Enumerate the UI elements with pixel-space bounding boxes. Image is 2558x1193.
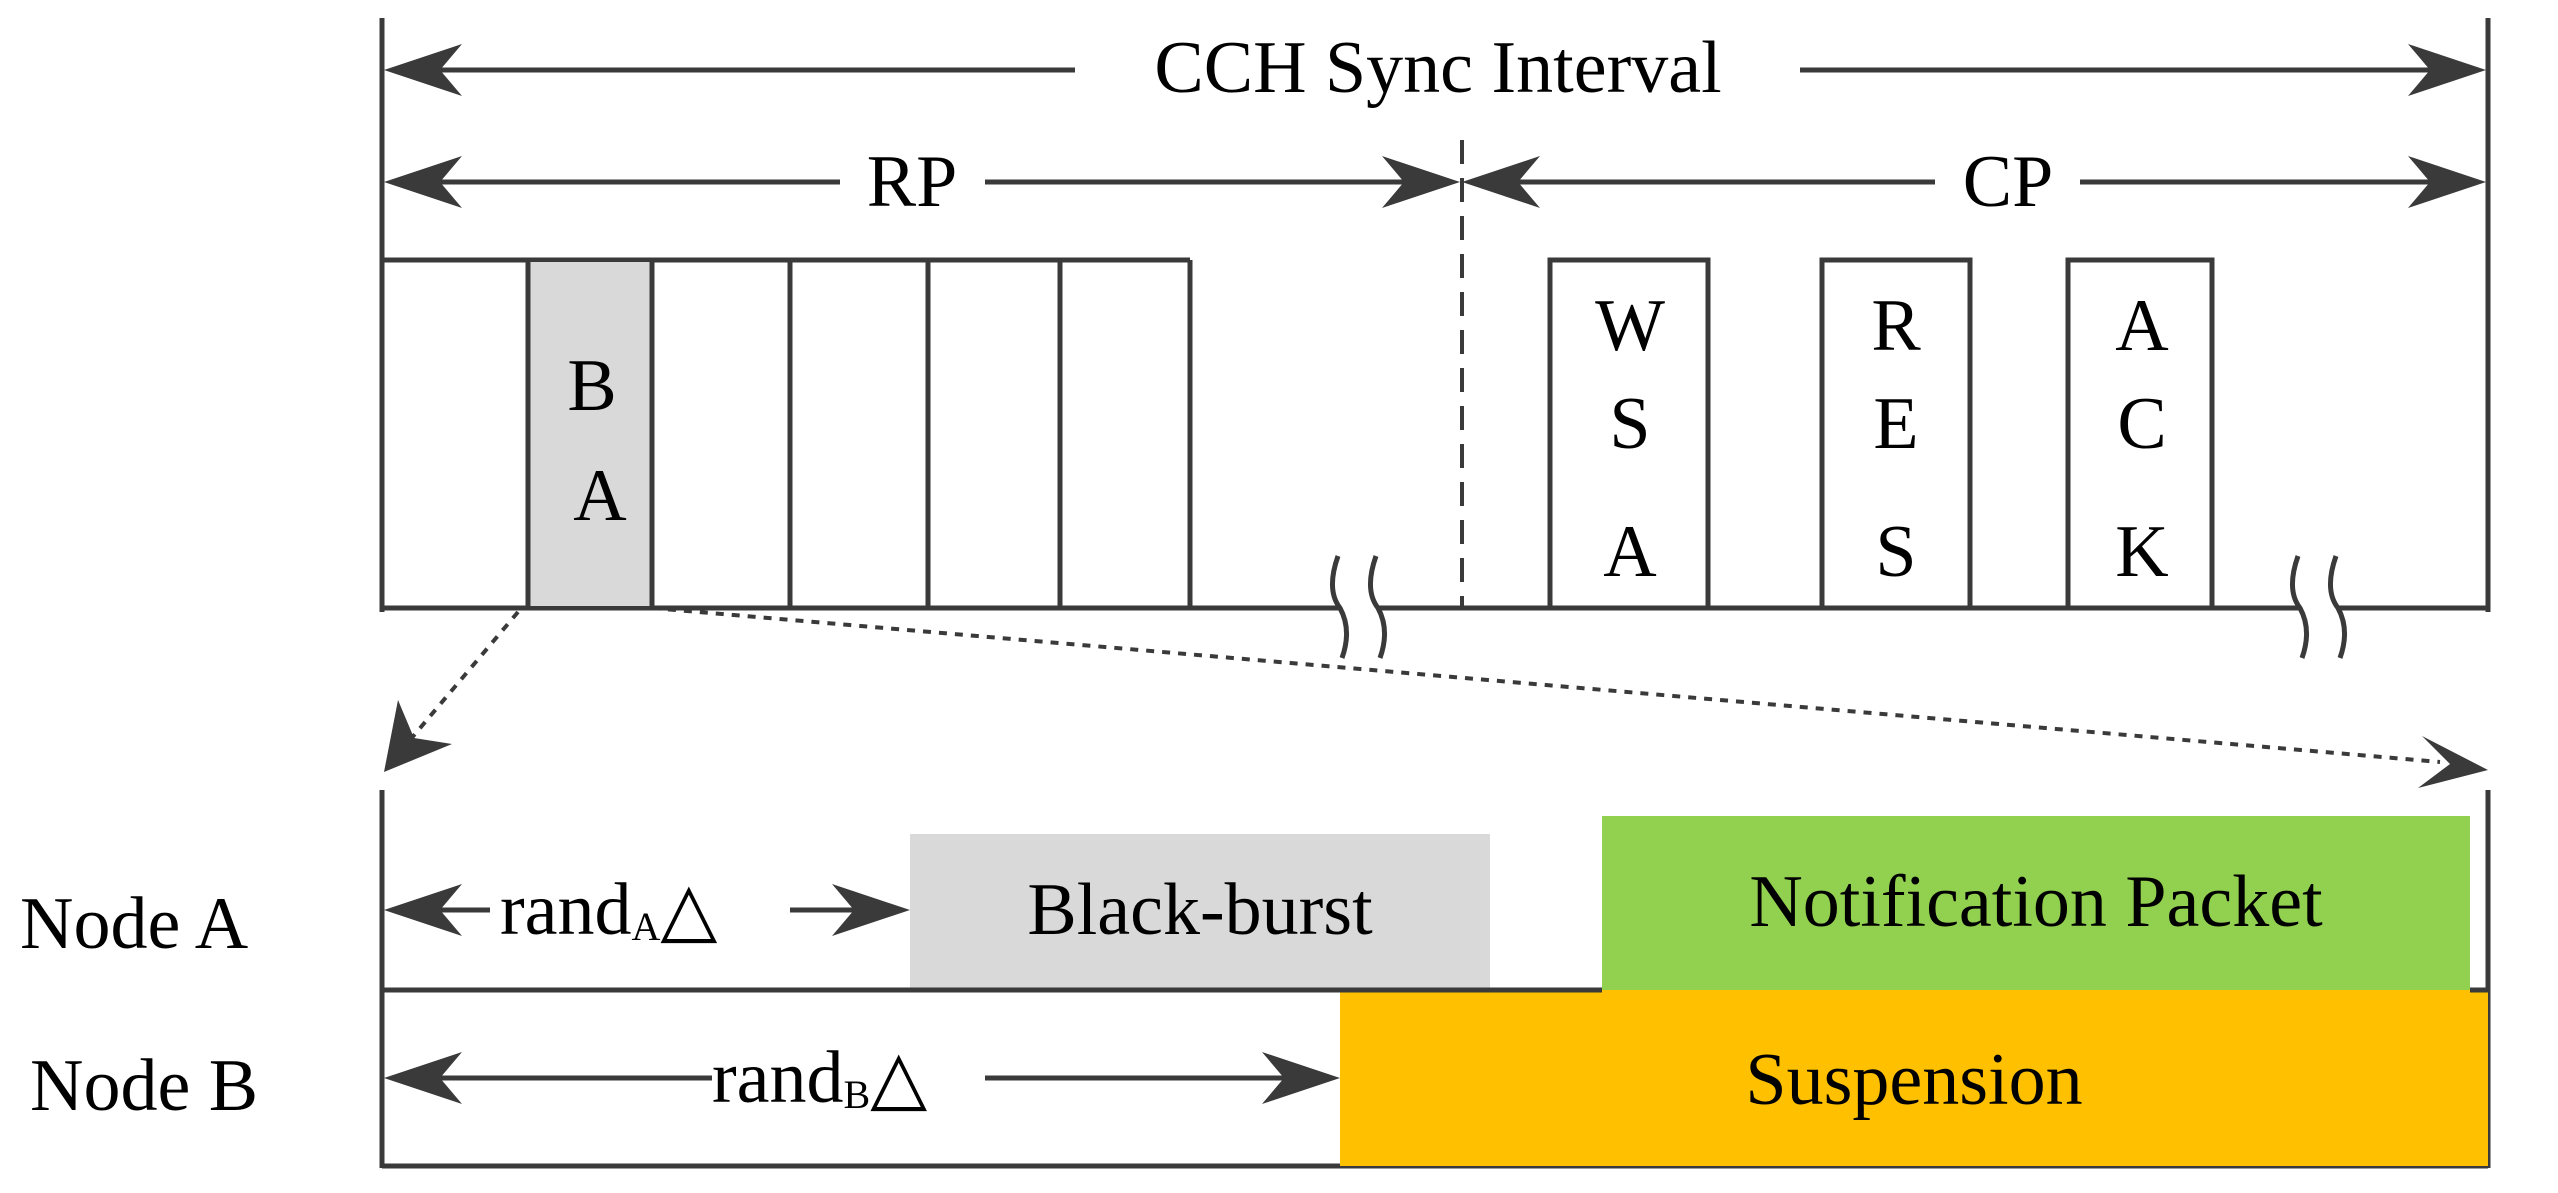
zoom-line-right (651, 606, 2441, 764)
ack-slot-letter-3: K (2115, 511, 2168, 593)
ba-slot-letter-1: B (567, 345, 616, 427)
timeline-break-mark-1a (1330, 555, 1349, 659)
node-b-rand-arrow-right-head (1262, 1052, 1340, 1104)
node-a-rand-arrow-left-head (384, 884, 462, 936)
sync-arrow-right-head (2408, 44, 2486, 96)
node-b-label: Node B (30, 1045, 258, 1127)
cp-label: CP (1963, 141, 2054, 223)
notification-packet-block (1602, 816, 2470, 990)
res-slot-letter-1: R (1871, 285, 1921, 367)
wsa-slot-letter-1: W (1595, 285, 1665, 367)
wsa-slot-letter-2: S (1609, 383, 1650, 465)
cp-arrow-left-head (1462, 156, 1540, 208)
black-burst-label: Black-burst (1027, 869, 1373, 951)
cp-dimension: CP (1462, 141, 2486, 223)
cp-arrow-right-head (2408, 156, 2486, 208)
ack-slot-letter-1: A (2115, 285, 2168, 367)
node-a-label: Node A (20, 883, 248, 965)
sync-arrow-left-head (384, 44, 462, 96)
ack-slot-letter-2: C (2117, 383, 2166, 465)
ba-slot-letter-2: A (573, 455, 626, 537)
node-b-rand-label: randB△ (712, 1037, 927, 1119)
black-burst-block (910, 834, 1490, 990)
ba-slot-fill (528, 262, 652, 606)
ack-slot (2065, 257, 2215, 611)
zoomed-view: Node A randA△ Black-burst Notification P… (20, 790, 2491, 1169)
res-slot-letter-2: E (1873, 383, 1918, 465)
timeline-break-mark-1b (1368, 555, 1387, 659)
zoom-line-left (408, 610, 520, 742)
sync-interval-dimension: CCH Sync Interval (379, 18, 2491, 612)
suspension-label: Suspension (1745, 1039, 2082, 1121)
slot-strip: B A W S A R E S A C K (382, 257, 2488, 659)
sync-interval-label: CCH Sync Interval (1154, 27, 1721, 109)
timeline-break-mark-2b (2328, 555, 2347, 659)
timeline-break-mark-2a (2290, 555, 2309, 659)
res-slot (1819, 257, 1973, 611)
wsa-slot-letter-3: A (1603, 511, 1656, 593)
suspension-block (1340, 990, 2488, 1166)
node-b-rand-arrow-left-head (384, 1052, 462, 1104)
rp-dimension: RP (384, 141, 1460, 223)
zoom-projection (384, 606, 2488, 788)
rp-arrow-left-head (384, 156, 462, 208)
res-slot-letter-3: S (1875, 511, 1916, 593)
zoom-arrow-left-head (384, 700, 452, 772)
zoom-arrow-right-head (2418, 736, 2488, 788)
node-a-rand-arrow-right-head (832, 884, 910, 936)
wsa-slot (1547, 257, 1711, 611)
rp-label: RP (867, 141, 958, 223)
notification-packet-label: Notification Packet (1749, 861, 2323, 943)
rp-arrow-right-head (1382, 156, 1460, 208)
node-a-rand-label: randA△ (500, 869, 717, 951)
